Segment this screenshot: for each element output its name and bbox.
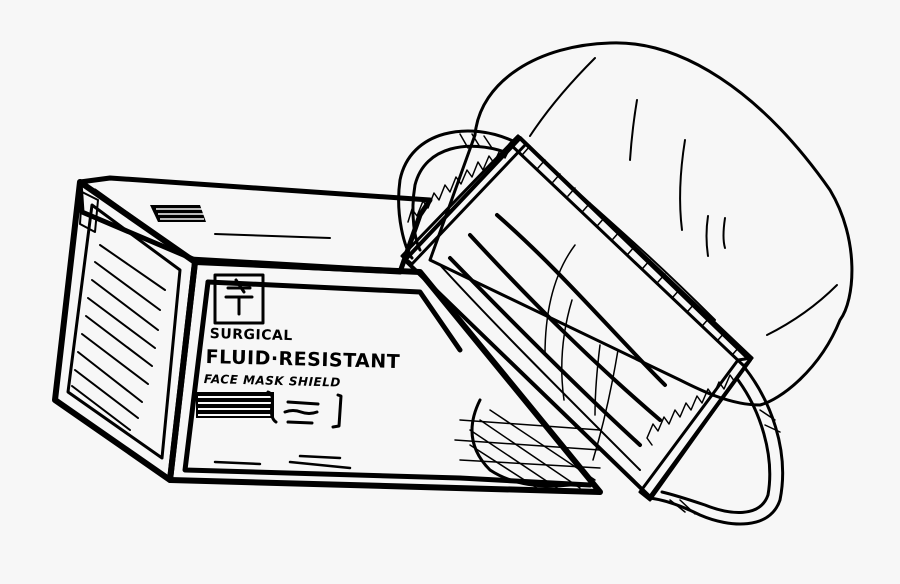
mask-box <box>52 175 603 495</box>
box-label-surgical: SURGICAL <box>209 326 293 345</box>
surgical-mask <box>397 41 854 526</box>
shadow-hatching <box>454 398 601 491</box>
caduceus-like-symbol-icon <box>224 278 254 316</box>
